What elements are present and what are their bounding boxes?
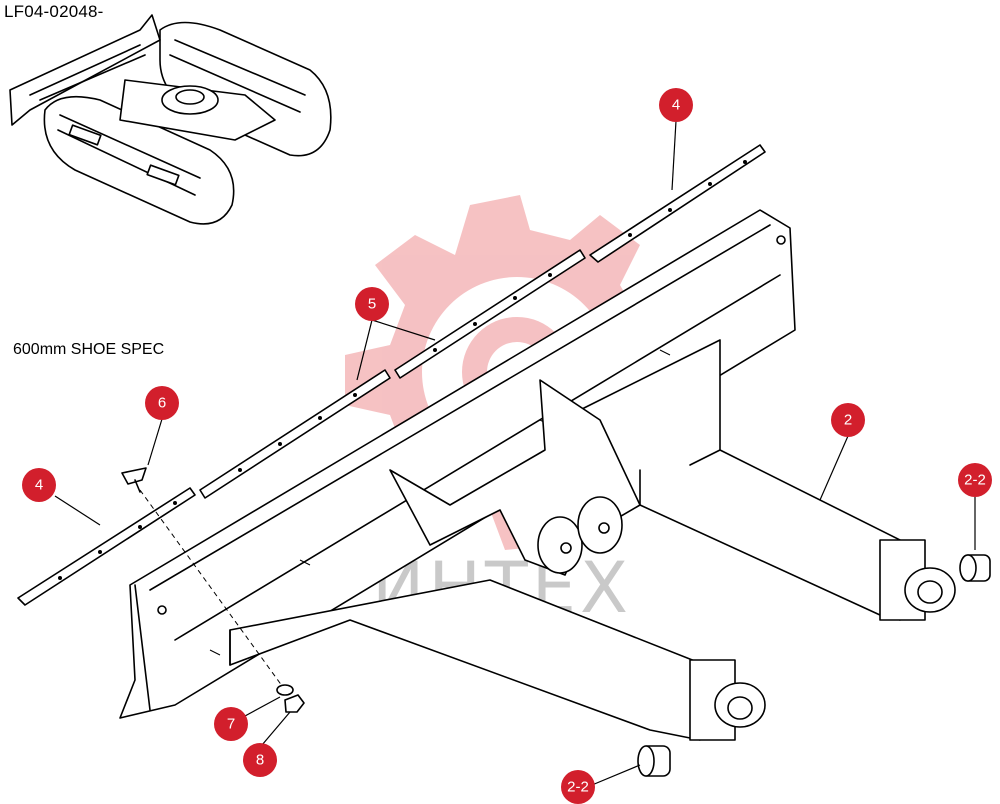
dozer-blade <box>119 209 796 719</box>
svg-text:8: 8 <box>256 752 264 769</box>
bolt-part-6 <box>121 467 147 493</box>
callout-2-2-right: 2-2 <box>958 463 992 497</box>
inset-undercarriage-image <box>9 14 332 225</box>
svg-text:7: 7 <box>227 716 235 733</box>
nut-part-8 <box>284 694 305 713</box>
bushing-bottom <box>637 745 671 777</box>
push-arm-left <box>229 579 766 741</box>
svg-text:5: 5 <box>368 296 376 313</box>
svg-text:4: 4 <box>35 477 43 494</box>
callout-2: 2 <box>831 403 865 437</box>
drawing-code: LF04-02048- <box>4 2 104 21</box>
callout-8: 8 <box>243 743 277 777</box>
callout-4-right: 4 <box>659 88 693 122</box>
center-bracket <box>389 379 641 576</box>
end-bit-left <box>17 487 196 606</box>
washer-part-7 <box>276 684 294 696</box>
svg-text:2: 2 <box>844 412 852 429</box>
callout-2-2-bottom: 2-2 <box>561 770 595 804</box>
callout-7: 7 <box>214 707 248 741</box>
callout-5: 5 <box>355 287 389 321</box>
svg-text:2-2: 2-2 <box>964 472 986 489</box>
svg-text:4: 4 <box>672 97 680 114</box>
spec-note: 600mm SHOE SPEC <box>13 341 165 358</box>
bushing-right <box>959 554 991 582</box>
end-bit-right <box>589 144 766 263</box>
leader-lines <box>54 120 976 786</box>
callout-4-left: 4 <box>22 468 56 502</box>
svg-text:2-2: 2-2 <box>567 779 589 796</box>
cutting-edge-center <box>199 249 586 499</box>
svg-text:6: 6 <box>158 395 166 412</box>
push-arm-right <box>579 339 956 621</box>
callout-6: 6 <box>145 386 179 420</box>
